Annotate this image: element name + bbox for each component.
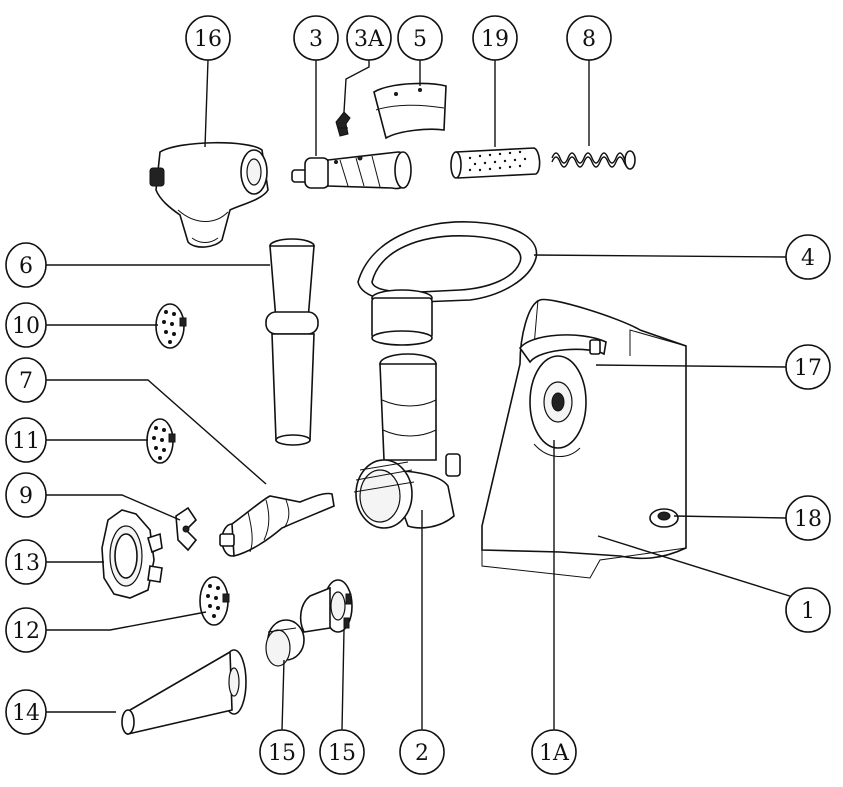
part-12-cutting-plate: [199, 576, 230, 626]
part-14-sausage-funnel: [121, 649, 247, 736]
part-7-worm: [219, 492, 335, 558]
callout-2-label: 2: [415, 741, 429, 766]
callout-18-label: 18: [794, 507, 822, 532]
part-1-motor-body: [481, 298, 687, 579]
callout-10: 10: [5, 302, 47, 348]
part-10-cutting-plate: [155, 303, 187, 349]
part-11-cutting-plate: [146, 418, 176, 464]
part-2-grinder-head: [353, 353, 461, 529]
callout-6: 6: [5, 242, 47, 288]
callout-11: 11: [5, 417, 47, 463]
part-3-juicer-screw: [291, 151, 412, 190]
callout-15-right: 15: [319, 729, 365, 775]
part-8-spiral: [551, 150, 636, 170]
callout-15-left-label: 15: [268, 741, 296, 766]
callout-8: 8: [566, 15, 612, 61]
callout-19-label: 19: [481, 27, 509, 52]
callout-9: 9: [5, 472, 47, 518]
callout-5: 5: [397, 15, 443, 61]
callout-14-label: 14: [12, 701, 40, 726]
callout-11-label: 11: [12, 429, 40, 454]
part-19-sieve: [450, 147, 541, 179]
callout-1-label: 1: [801, 599, 815, 624]
callout-1a: 1A: [531, 729, 577, 775]
part-4-tray: [357, 221, 538, 346]
callout-2: 2: [399, 729, 445, 775]
callout-1a-label: 1A: [539, 741, 570, 766]
callout-13: 13: [5, 539, 47, 585]
callout-3: 3: [293, 15, 339, 61]
callout-1: 1: [785, 587, 831, 633]
part-9-knife: [175, 506, 198, 552]
callout-4-label: 4: [801, 246, 815, 271]
callout-12-label: 12: [12, 619, 40, 644]
callout-4: 4: [785, 234, 831, 280]
part-15-kebbe-attachment: [299, 579, 353, 633]
callout-3a: 3A: [346, 15, 392, 61]
part-13-ring-nut: [101, 509, 163, 599]
callout-13-label: 13: [12, 551, 40, 576]
part-15-adaptor-ring: [265, 619, 305, 667]
callout-19: 19: [472, 15, 518, 61]
callout-9-label: 9: [19, 484, 33, 509]
part-3a-pin: [335, 111, 351, 137]
callout-16: 16: [185, 15, 231, 61]
part-16-juicer-housing: [149, 141, 269, 248]
callout-3a-label: 3A: [354, 27, 385, 52]
callout-17-label: 17: [794, 356, 822, 381]
leader-lines: [46, 59, 797, 731]
part-6-pusher: [265, 238, 319, 446]
callout-5-label: 5: [413, 27, 427, 52]
callout-16-label: 16: [194, 27, 222, 52]
callout-15-right-label: 15: [328, 741, 356, 766]
callout-7: 7: [5, 357, 47, 403]
callout-10-label: 10: [12, 314, 40, 339]
callout-15-left: 15: [259, 729, 305, 775]
callout-14: 14: [5, 689, 47, 735]
callout-3-label: 3: [309, 27, 323, 52]
callout-12: 12: [5, 607, 47, 653]
callout-8-label: 8: [582, 27, 596, 52]
callout-6-label: 6: [19, 254, 33, 279]
callout-7-label: 7: [19, 369, 33, 394]
callout-17: 17: [785, 344, 831, 390]
part-5-scraper: [373, 82, 447, 140]
callout-18: 18: [785, 495, 831, 541]
